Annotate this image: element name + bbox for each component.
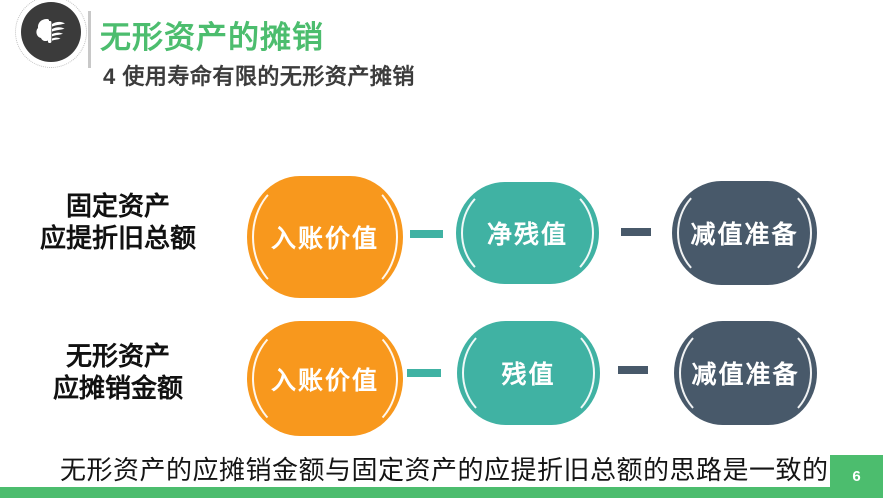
minus-operator (621, 228, 651, 236)
row1-label-line1: 固定资产 (65, 191, 170, 221)
node-impairment-provision-row2: 减值准备 (674, 321, 817, 425)
book-tree-logo-icon (21, 2, 81, 62)
node-label: 减值准备 (690, 221, 799, 249)
node-label: 净残值 (486, 221, 568, 249)
node-label: 残值 (501, 361, 556, 389)
minus-operator (407, 369, 441, 377)
slide-subtitle: 4 使用寿命有限的无形资产摊销 (103, 64, 415, 89)
node-label: 入账价值 (270, 225, 379, 253)
row1-label: 固定资产 应提折旧总额 (8, 190, 228, 254)
node-recorded-value-row2: 入账价值 (247, 321, 403, 436)
slide-title: 无形资产的摊销 (100, 20, 324, 55)
row2-label-line1: 无形资产 (65, 341, 170, 371)
row1-label-line2: 应提折旧总额 (39, 223, 196, 253)
minus-operator (410, 230, 443, 238)
row2-label-line2: 应摊销金额 (52, 373, 183, 403)
page-number: 6 (852, 468, 861, 485)
row2-label: 无形资产 应摊销金额 (8, 340, 228, 404)
node-label: 减值准备 (691, 361, 800, 389)
logo-text-ring (15, 0, 87, 68)
bottom-accent-bar (0, 487, 878, 498)
minus-operator (618, 366, 648, 374)
header-divider (88, 11, 91, 68)
page-number-badge: 6 (830, 455, 883, 498)
node-recorded-value-row1: 入账价值 (247, 176, 403, 298)
node-label: 入账价值 (270, 366, 379, 395)
footer-note: 无形资产的应摊销金额与固定资产的应提折旧总额的思路是一致的 (60, 456, 829, 485)
node-impairment-provision-row1: 减值准备 (672, 181, 817, 285)
node-net-residual-value-row1: 净残值 (456, 182, 599, 284)
node-residual-value-row2: 残值 (457, 321, 600, 425)
